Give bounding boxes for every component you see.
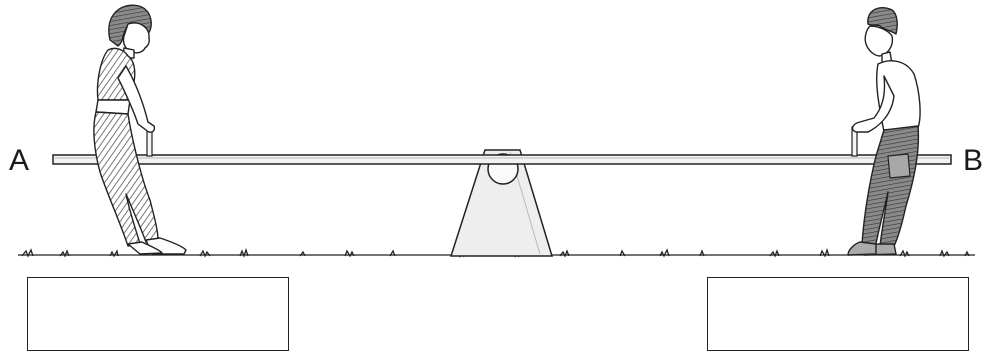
seesaw-pivot	[449, 149, 554, 257]
end-label-b: B	[963, 144, 984, 177]
boy-trousers	[861, 125, 920, 247]
boy-face	[864, 25, 894, 57]
answer-box-left[interactable]	[27, 277, 289, 351]
answer-box-right[interactable]	[707, 277, 969, 351]
boy-figure	[847, 6, 921, 256]
girl-trousers	[93, 111, 159, 247]
end-label-a: A	[9, 144, 30, 177]
boy-hair	[867, 6, 898, 35]
girl-figure	[93, 4, 187, 255]
boy-shoe-back	[847, 241, 877, 256]
boy-arm	[851, 75, 895, 133]
girl-arm	[117, 65, 156, 133]
seesaw-plank	[52, 154, 952, 165]
girl-shoe-back	[127, 241, 163, 255]
